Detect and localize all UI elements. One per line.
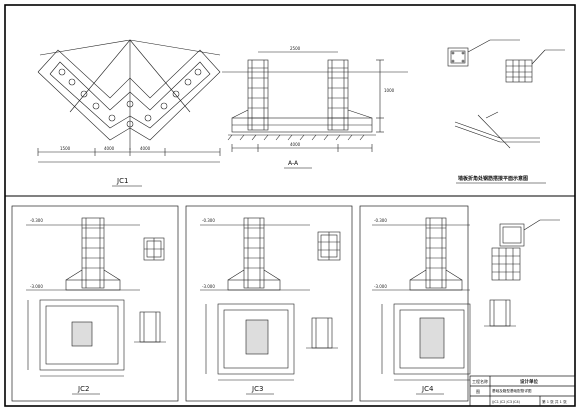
- jc2-elevation: [26, 217, 140, 291]
- jc3-column-section: [317, 231, 341, 261]
- title-company: 设计单位: [520, 378, 538, 385]
- section-dim-2500: 2500: [290, 46, 301, 51]
- jc4-plan: [381, 303, 471, 381]
- jc3-plan: [205, 303, 295, 381]
- panel-jc4: [359, 205, 469, 402]
- title-block: [469, 375, 576, 407]
- jc4-elev-bottom: -3.000: [374, 284, 387, 289]
- jc4-title: JC4: [421, 385, 434, 393]
- upper-right-details: [447, 39, 565, 149]
- section-dim-1000: 1000: [384, 88, 395, 93]
- jc2-column-section: [143, 237, 165, 261]
- jc1-dim-4000: 4000: [104, 146, 115, 151]
- jc1-dim-1500: 1500: [60, 146, 71, 151]
- title-stamp: 图: [476, 388, 480, 394]
- jc2-elev-bottom: -3.000: [30, 284, 43, 289]
- jc2-plan: [27, 299, 125, 377]
- jc1-plan: [37, 39, 221, 163]
- jc3-title: JC3: [251, 385, 263, 393]
- jc3-elev-top: -0.300: [202, 218, 215, 223]
- section-title: A-A: [288, 160, 299, 167]
- jc4-elevation: [372, 217, 470, 291]
- title-project: 工程名称: [472, 378, 488, 384]
- jc1-dim-4000-b: 4000: [140, 146, 151, 151]
- panel-jc3: [185, 205, 353, 402]
- jc1-title: JC1: [116, 177, 128, 185]
- jc4-detail: [484, 299, 516, 327]
- jc3-elevation: [200, 217, 310, 291]
- title-drawing-sub: (JC1 JC2 JC3 JC4): [492, 400, 521, 404]
- jc4-elev-top: -0.300: [374, 218, 387, 223]
- bend-note: 墙板折角处钢筋搭接平面示意图: [458, 175, 528, 182]
- jc2-detail: [134, 311, 166, 343]
- title-sheet-no: 第 1 张 共 1 张: [542, 399, 567, 404]
- title-drawing-name: 基础及箱型基础配筋详图: [492, 388, 532, 393]
- section-aa: [222, 51, 408, 152]
- jc4-column-section: [491, 219, 560, 281]
- jc3-elev-bottom: -3.000: [202, 284, 215, 289]
- sheet-border: [4, 4, 576, 407]
- jc3-detail: [306, 317, 338, 349]
- jc2-elev-top: -0.300: [30, 218, 43, 223]
- panel-jc2: [11, 205, 179, 402]
- jc2-title: JC2: [77, 385, 89, 393]
- section-dim-4000: 4000: [290, 142, 301, 147]
